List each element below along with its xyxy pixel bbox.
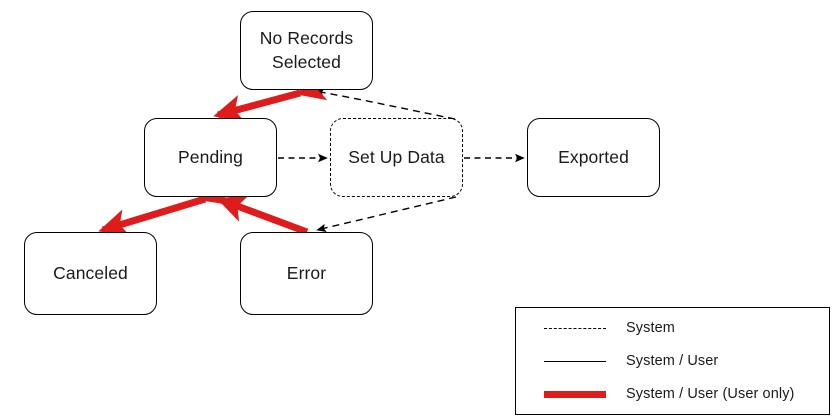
node-pending[interactable]: Pending (144, 118, 277, 197)
legend-item-label: System / User (626, 353, 719, 369)
thick-red-line-icon (544, 388, 606, 400)
legend-item-system-user: System / User (516, 345, 829, 378)
legend-item-label: System (626, 320, 675, 336)
node-label: Pending (178, 146, 243, 167)
edge-set-up-data-to-error (316, 196, 457, 233)
legend: System System / User System / User (User… (515, 307, 830, 415)
node-label: Exported (558, 146, 629, 167)
edge-error-to-pending (216, 195, 309, 236)
node-label: Set Up Data (348, 146, 445, 167)
edge-no-records-selected-pending (213, 73, 328, 123)
node-exported[interactable]: Exported (527, 118, 660, 197)
legend-item-label: System / User (User only) (626, 386, 795, 402)
node-no-records-selected[interactable]: No Records Selected (240, 11, 373, 90)
edge-set-up-data-to-no-records-selected (314, 88, 456, 120)
node-set-up-data[interactable]: Set Up Data (330, 118, 463, 197)
legend-item-system-user-user-only: System / User (User only) (516, 378, 829, 411)
node-label: No Records Selected (259, 28, 354, 72)
node-label: Canceled (53, 262, 128, 283)
dashed-line-icon (544, 322, 606, 334)
edge-pending-canceled (98, 178, 233, 237)
node-error[interactable]: Error (240, 232, 373, 315)
node-label: Error (286, 262, 327, 283)
solid-line-icon (544, 355, 606, 367)
node-canceled[interactable]: Canceled (24, 232, 157, 315)
legend-item-system: System (516, 312, 829, 345)
